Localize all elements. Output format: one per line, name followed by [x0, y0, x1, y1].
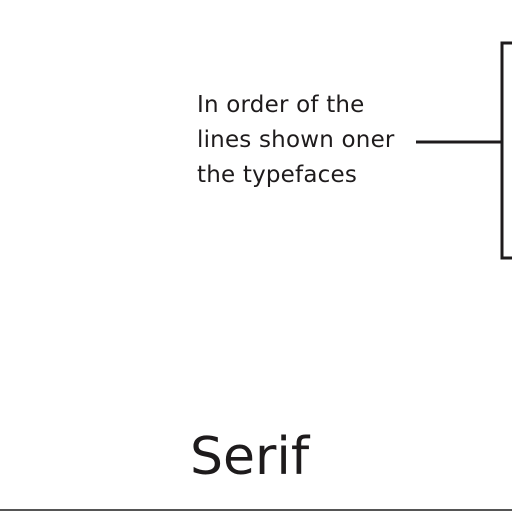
annotation-line-2: lines shown oner [197, 127, 395, 153]
annotation-text: In order of the lines shown oner the typ… [197, 88, 417, 193]
bottom-divider [0, 509, 512, 511]
annotation-line-3: the typefaces [197, 162, 358, 188]
annotation-line-1: In order of the [197, 92, 365, 118]
typeface-heading: Serif [190, 427, 310, 487]
bracket [500, 41, 512, 260]
